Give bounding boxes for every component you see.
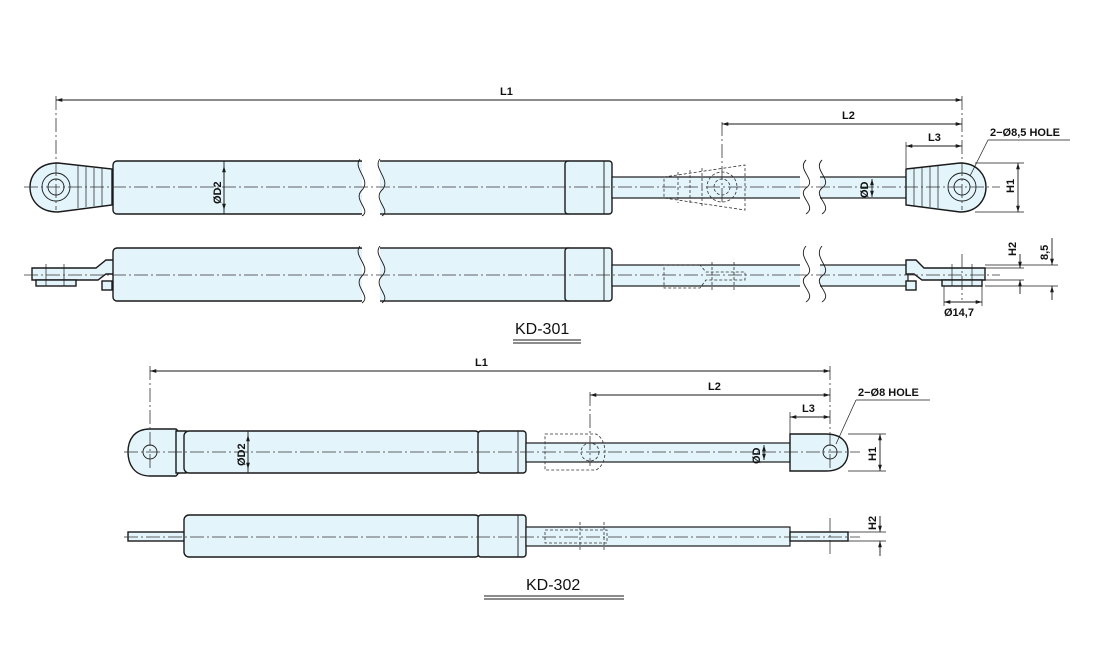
kd301-h2-label: H2 — [1007, 242, 1019, 256]
kd301-dimensions: L1 L2 L3 2−Ø8,5 HOLE H1 ØD2 ØD — [56, 86, 1070, 213]
kd302-d-label: ØD — [751, 447, 763, 464]
kd302-title: KD-302 — [526, 577, 580, 594]
kd301-d-label: ØD — [859, 181, 871, 198]
kd301-d2-label: ØD2 — [212, 181, 224, 204]
kd302-h2-label: H2 — [867, 516, 879, 530]
kd302-title-block: KD-302 — [484, 577, 624, 600]
kd301-left-eye-fitting — [29, 162, 113, 213]
kd302-side-dimensions: H2 — [848, 516, 886, 556]
kd301-hole-label: 2−Ø8,5 HOLE — [990, 127, 1060, 139]
kd302-side-view — [124, 514, 860, 558]
kd301-right-eye-fitting — [905, 162, 987, 213]
kd302-l3-label: L3 — [802, 403, 815, 415]
kd301-piston-rod — [611, 159, 909, 215]
kd301-l2-label: L2 — [842, 110, 855, 122]
kd302-d2-label: ØD2 — [236, 443, 248, 466]
kd302-l1-label: L1 — [475, 357, 488, 369]
kd301-147-label: Ø14,7 — [944, 307, 974, 319]
kd301-h1-label: H1 — [1005, 179, 1017, 193]
kd301-top-view — [24, 96, 1000, 218]
kd302-hole-label: 2−Ø8 HOLE — [858, 387, 919, 399]
kd302-l2-label: L2 — [708, 381, 721, 393]
kd301-side-view — [24, 245, 1000, 305]
kd301-title-block: KD-301 — [513, 321, 581, 344]
kd301-l3-label: L3 — [928, 132, 941, 144]
kd301-85-label: 8,5 — [1039, 245, 1051, 260]
kd301-title: KD-301 — [515, 321, 569, 338]
kd301-side-dimensions: H2 8,5 Ø14,7 — [943, 238, 1058, 319]
kd302-dimensions: L1 L2 L3 2−Ø8 HOLE H1 ØD2 ØD — [150, 357, 930, 472]
kd302-top-view — [124, 366, 860, 477]
kd301-cylinder — [112, 158, 613, 218]
kd302-h1-label: H1 — [867, 447, 879, 461]
kd301-l1-label: L1 — [500, 86, 513, 98]
